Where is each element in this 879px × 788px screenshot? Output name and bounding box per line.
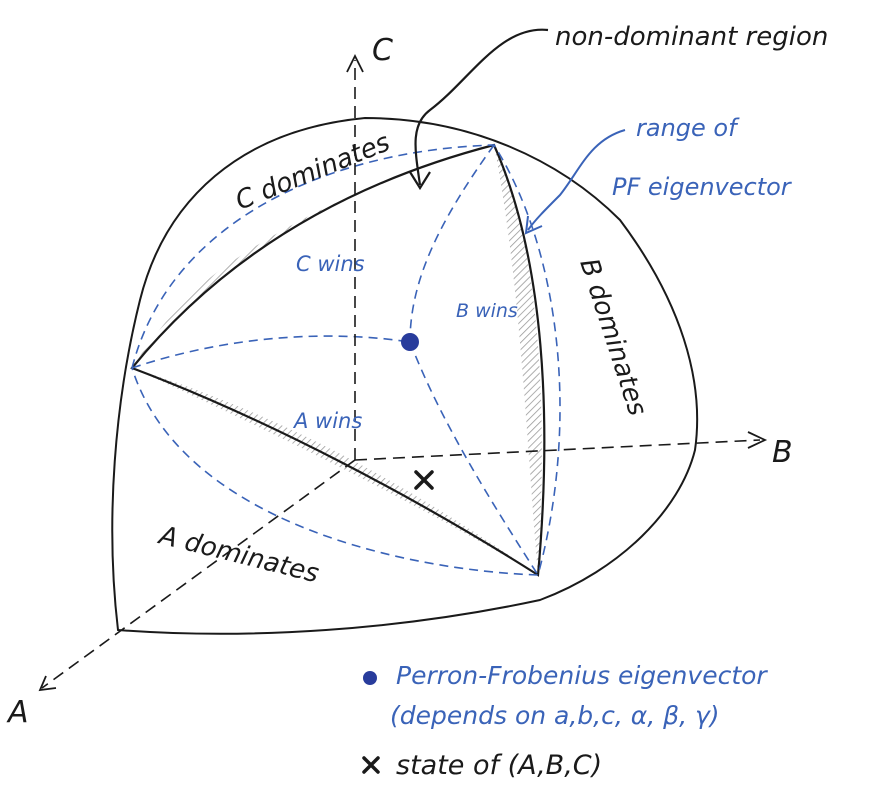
label-c-wins: C wins bbox=[296, 252, 365, 276]
axis-a-line bbox=[41, 459, 356, 689]
legend-pf-line1: Perron-Frobenius eigenvector bbox=[396, 661, 768, 690]
arrow-non-dominant-head bbox=[409, 171, 431, 191]
pf-range-boundary bbox=[131, 144, 561, 576]
label-a-dominates: A dominates bbox=[154, 520, 322, 589]
label-b-dominates: B dominates bbox=[573, 255, 652, 420]
arrow-range bbox=[527, 129, 626, 231]
divider-a-c bbox=[131, 335, 411, 369]
axis-b-arrowhead bbox=[747, 431, 768, 449]
annotation-range-line1: range of bbox=[636, 114, 740, 142]
axis-label-b: B bbox=[772, 435, 793, 470]
hatched-edge-right bbox=[494, 145, 542, 575]
label-b-wins: B wins bbox=[456, 300, 518, 322]
axis-c-arrowhead bbox=[346, 53, 364, 73]
legend-pf-dot-icon bbox=[363, 671, 377, 685]
label-c-dominates: C dominates bbox=[231, 127, 394, 216]
non-dominant-region bbox=[130, 143, 546, 577]
label-a-wins: A wins bbox=[292, 409, 362, 433]
legend-state-label: state of (A,B,C) bbox=[396, 750, 602, 781]
divider-a-b bbox=[409, 341, 539, 576]
annotation-non-dominant-region: non-dominant region bbox=[555, 22, 828, 52]
state-cross-icon bbox=[414, 470, 434, 490]
axis-label-a: A bbox=[6, 695, 29, 730]
legend-cross-icon bbox=[362, 756, 380, 774]
arrow-non-dominant bbox=[414, 28, 549, 186]
arrow-range-head bbox=[524, 215, 543, 235]
pf-eigenvector-dot bbox=[401, 333, 419, 351]
sphere-outline bbox=[111, 116, 699, 635]
annotation-range-line2: PF eigenvector bbox=[612, 173, 793, 201]
legend: Perron-Frobenius eigenvector (depends on… bbox=[362, 661, 768, 781]
axis-label-c: C bbox=[372, 33, 393, 68]
divider-b-c bbox=[409, 144, 495, 343]
axis-a-arrowhead bbox=[38, 675, 57, 692]
axis-b-line bbox=[354, 439, 761, 461]
legend-pf-line2: (depends on a,b,c, α, β, γ) bbox=[390, 701, 720, 730]
